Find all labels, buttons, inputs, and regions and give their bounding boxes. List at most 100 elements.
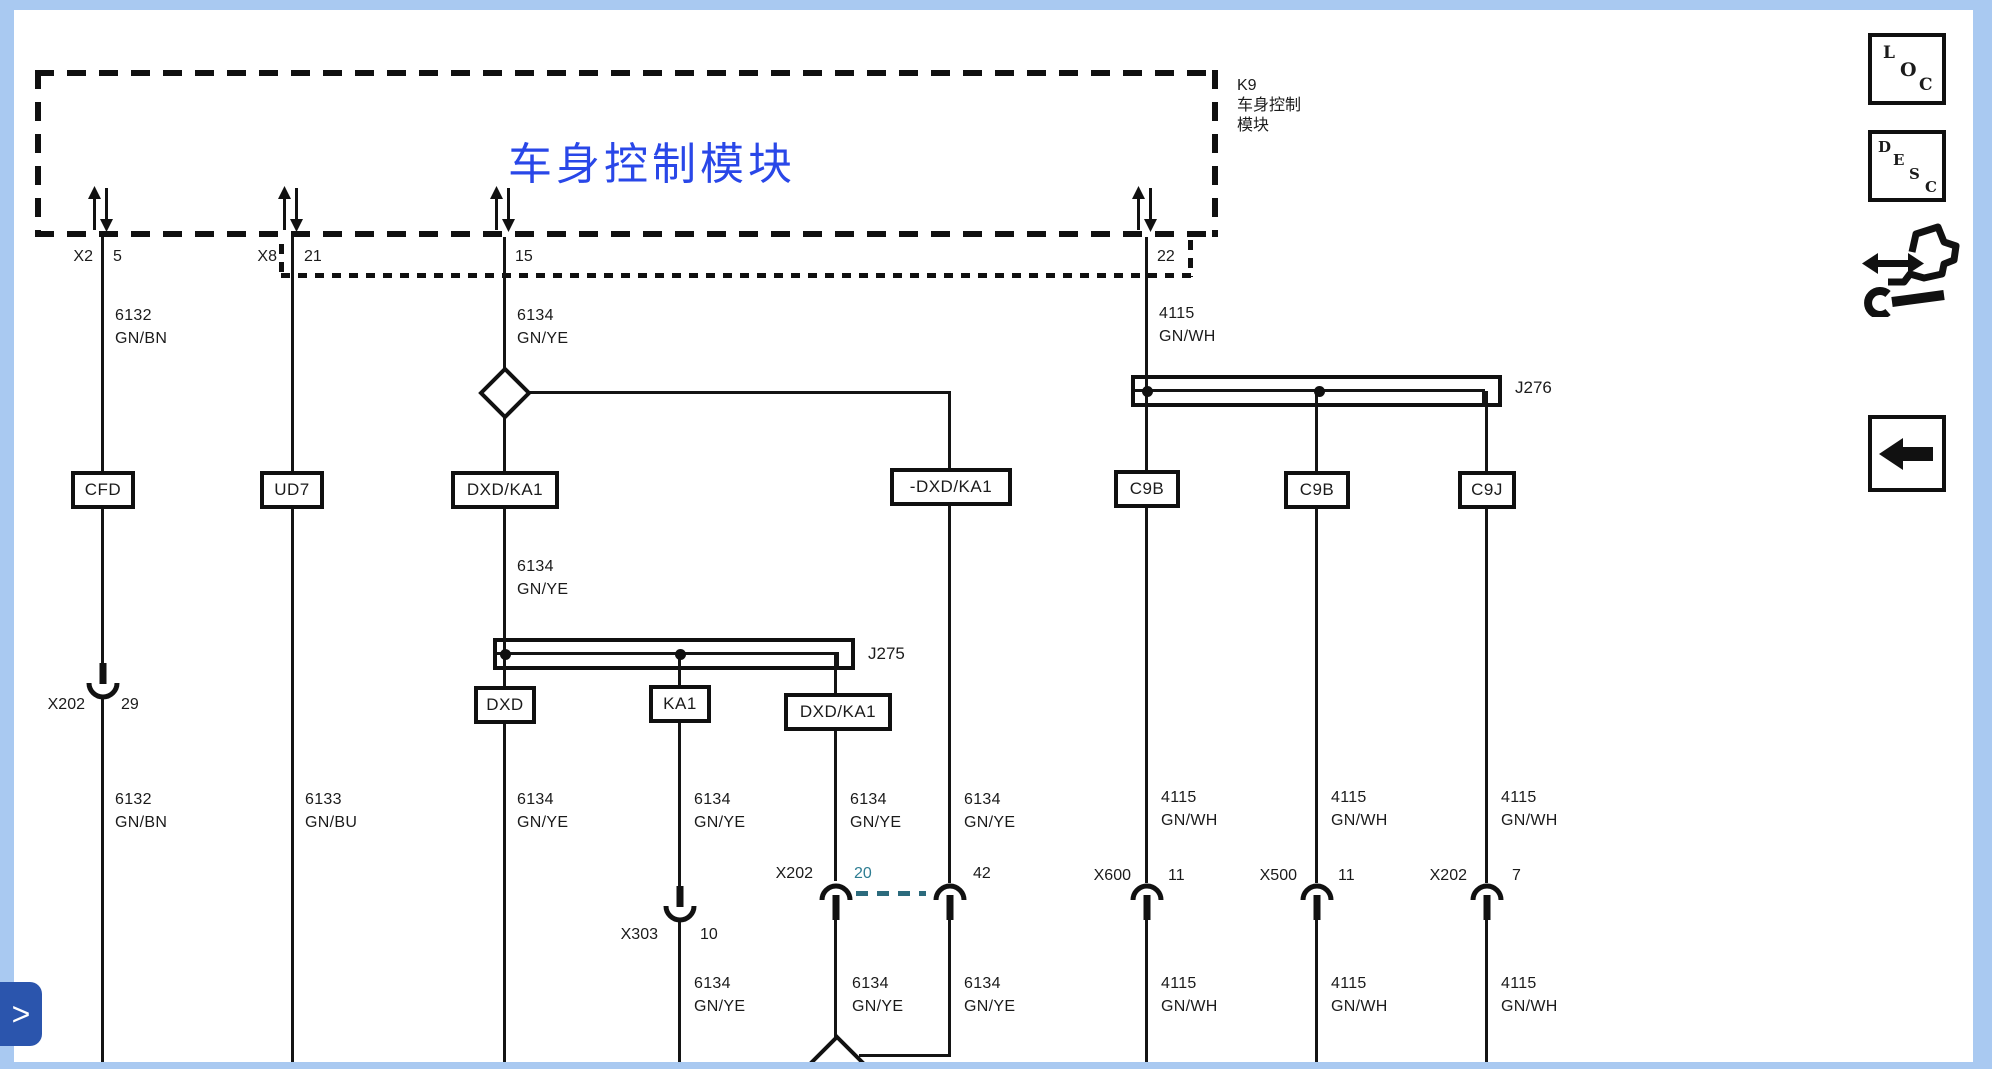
wire-6134-dxd: [503, 654, 506, 1062]
module-id: K9: [1237, 77, 1257, 94]
loc-button[interactable]: L O C: [1868, 33, 1946, 105]
wire-6134-dxdka1: [834, 919, 837, 1040]
inline-connector-icon: [1130, 883, 1164, 920]
desc-button[interactable]: D E S C: [1868, 130, 1946, 202]
wire-6134-right: [948, 391, 951, 883]
splice-diamond-bottom-icon: [809, 1034, 865, 1069]
inline-connector-icon: [819, 883, 853, 920]
wire-6132: [101, 237, 104, 663]
bcm-box-right-edge: [1212, 70, 1218, 237]
window-frame-right: [1973, 0, 1992, 1069]
junction-label-j276: J276: [1515, 378, 1552, 397]
back-arrow-icon: [1879, 438, 1933, 470]
connector-name: X500: [1259, 867, 1297, 884]
back-button[interactable]: [1868, 415, 1946, 492]
connector-name: X303: [620, 926, 658, 943]
connector-pin: 11: [1338, 867, 1355, 884]
next-page-button[interactable]: >: [0, 982, 42, 1046]
junction-label-j275: J275: [868, 644, 905, 663]
pin-number-5: 5: [113, 248, 122, 265]
inline-connector-icon: [1300, 883, 1334, 920]
pin-connector-x2: X2: [73, 248, 93, 265]
module-id-label: K9 车身控制 模块: [1237, 76, 1301, 136]
connector-pin: 11: [1168, 867, 1185, 884]
pin-number-22: 22: [1157, 248, 1175, 265]
wrench-arrows-icon: [1862, 223, 1960, 319]
j276-bend: [1482, 389, 1485, 407]
pin-connector-x8: X8: [257, 248, 277, 265]
component-box-dxd: DXD: [474, 686, 536, 724]
wire-6134-branch: [528, 391, 950, 394]
desc-letter: S: [1909, 165, 1920, 183]
connector-pin: 7: [1512, 867, 1521, 884]
inline-connector-icon: [933, 883, 967, 920]
wire-4115-c9b2: [1315, 919, 1318, 1062]
connector-name: X202: [47, 696, 85, 713]
x8-connector-dotted-stub-left: [279, 244, 284, 277]
connector-pin: 29: [121, 696, 139, 713]
desc-letter: E: [1893, 151, 1905, 169]
bcm-title: 车身控制模块: [508, 140, 796, 189]
connector-name: X600: [1093, 867, 1131, 884]
pin-number-15: 15: [515, 248, 533, 265]
j275-junction-dot: [675, 649, 686, 660]
inline-connector-icon: [1470, 883, 1504, 920]
wire-6134-bottom-bend: [859, 1054, 951, 1057]
wire-6134-right: [948, 919, 951, 1057]
desc-letter: D: [1878, 138, 1892, 156]
component-box-c9j: C9J: [1458, 471, 1516, 509]
loc-letter: C: [1919, 75, 1933, 95]
connector-name: X202: [775, 865, 813, 882]
next-page-chevron: >: [11, 995, 31, 1032]
wire-4115-c9b2: [1315, 391, 1318, 883]
window-frame-left: [0, 0, 14, 1069]
j275-junction-dot: [500, 649, 511, 660]
component-box-c9b-2: C9B: [1284, 471, 1350, 509]
window-frame-top: [0, 0, 1992, 10]
connector-pin-highlighted: 20: [854, 865, 872, 882]
component-box-dxdka1-low: DXD/KA1: [784, 693, 892, 731]
inline-connector-icon: [86, 663, 120, 700]
wire-6132: [101, 698, 104, 1062]
connector-link-dashed-line: [856, 891, 926, 896]
x8-connector-dotted-line: [281, 273, 1193, 278]
desc-letter: C: [1925, 178, 1937, 196]
j276-inner-line: [1135, 389, 1485, 392]
wire-6134-ka1: [678, 919, 681, 1062]
component-box-dxdka1-right: -DXD/KA1: [890, 468, 1012, 506]
x8-connector-dotted-stub-right: [1188, 240, 1193, 277]
component-box-cfd: CFD: [71, 471, 135, 509]
connector-pin: 42: [973, 865, 991, 882]
j275-inner-line: [497, 652, 838, 655]
connector-view-button[interactable]: [1862, 222, 1962, 322]
window-frame-bottom: [0, 1062, 1992, 1069]
module-name-line2: 模块: [1237, 117, 1270, 134]
inline-connector-icon: [663, 886, 697, 923]
wire-6134: [503, 237, 506, 654]
bcm-box-top-edge: [35, 70, 1218, 76]
wire-4115: [1145, 919, 1148, 1062]
pin-arrows-icon: [88, 186, 113, 232]
pin-arrows-icon: [490, 186, 515, 232]
pin-arrows-icon: [1132, 186, 1157, 232]
j275-bend: [836, 652, 839, 670]
loc-letter: O: [1900, 59, 1917, 81]
j276-junction-dot: [1142, 386, 1153, 397]
